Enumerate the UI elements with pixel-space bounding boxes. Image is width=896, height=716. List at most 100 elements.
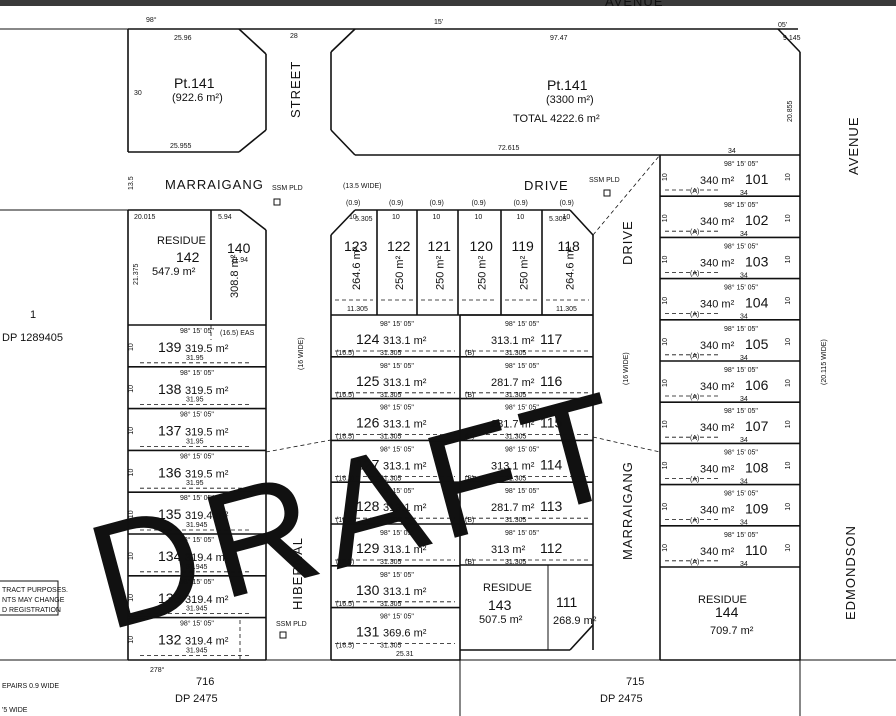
lot-138-num: 138 [158,381,182,397]
ssm-label-3: SSM PLD [276,621,307,628]
lot-133-area: 319.4 m² [185,594,229,606]
lot-104-num: 104 [745,295,769,311]
bearing-label: 98° 15' 05" [724,366,758,374]
lot-114-num: 114 [540,456,563,472]
bearing-label: 98° 15' 05" [505,404,539,412]
pt141-right-area: (3300 m²) [546,94,594,106]
lot-106-area: 340 m² [700,381,735,393]
dimension-label: 10 [785,297,792,305]
lot-124-num: 124 [356,331,380,347]
bearing-label: 98° 15' 05" [380,404,414,412]
dimension-label: 10 [785,462,792,470]
dimension-label: 31.945 [186,606,208,613]
lot-113-area: 281.7 m² [491,502,535,514]
lot-142-area: 547.9 m² [152,266,196,278]
pt141-left-area: (922.6 m²) [172,92,223,104]
dimension-label: 31.305 [380,643,402,650]
marraigang-label-west: MARRAIGANG [165,177,264,192]
svg-text:5.94: 5.94 [218,214,232,221]
lot-121-num: 121 [428,238,452,254]
dimension-label: 10 [785,214,792,222]
dimension-label: 25.31 [396,651,414,658]
dimension-label: (A) [690,188,699,195]
lot-125-num: 125 [356,373,380,389]
bearing-label: 98° 15' 05" [505,362,539,370]
lot-118-num: 118 [558,238,581,254]
dp-715-sub: DP 2475 [600,693,643,705]
dimension-label: 10 [662,338,669,346]
dimension-label: 31.305 [380,392,402,399]
lot-144-num: 144 [715,604,739,620]
svg-text:9.145: 9.145 [783,35,801,42]
dimension-label: (B) [465,392,474,399]
bearing-label: 98° 15' 05" [380,320,414,328]
dimension-label: 10 [785,256,792,264]
lot-124-area: 313.1 m² [383,335,427,347]
lot-116-num: 116 [540,373,563,389]
svg-text:30: 30 [134,90,142,97]
svg-text:25.955: 25.955 [170,143,192,150]
dimension-label: 10 [662,420,669,428]
dimension-label: 34 [740,396,748,403]
dimension-label: 31.945 [186,647,208,654]
lot-128-area: 313.1 m² [383,502,427,514]
dimension-label: (16.5) [336,434,354,441]
lot-127-num: 127 [356,456,380,472]
dimension-label: 10 [475,214,483,221]
lot-129-num: 129 [356,540,380,556]
bearing-label: 98° 15' 05" [180,452,214,460]
dimension-label: 10 [785,379,792,387]
dimension-label: 31.305 [380,517,402,524]
bearing-label: 98° 15' 05" [180,494,214,502]
lot-103-num: 103 [745,253,769,269]
drive-label-north: DRIVE [524,178,569,193]
lot-111-area: 268.9 m² [553,615,597,627]
lot-111-num: 111 [556,594,577,610]
left-note-1: TRACT PURPOSES. [2,587,68,594]
dimension-label: 11.305 [556,306,577,313]
lot-127-area: 313.1 m² [383,460,427,472]
dimension-label: 10 [785,503,792,511]
dimension-label: 10 [662,462,669,470]
svg-text:15': 15' [434,19,443,26]
dimension-label: 31.945 [186,564,208,571]
hibernal-label: HIBERNAL [290,537,305,610]
bearing-label: 98° 15' 05" [380,571,414,579]
dimension-label: 10 [785,420,792,428]
lot-143-num: 143 [488,597,512,613]
dimension-label: (A) [690,394,699,401]
dimension-label: 10 [563,214,571,221]
bottom-note-1: EPAIRS 0.9 WIDE [2,683,59,690]
pt141-left-label: Pt.141 [174,75,215,91]
lot-119-num: 119 [512,238,535,254]
dimension-label: 10 [128,594,135,602]
bearing-label: 98° 15' 05" [380,613,414,621]
lot-104-area: 340 m² [700,299,735,311]
lot-103-area: 340 m² [700,257,735,269]
dimension-label: (B) [465,475,474,482]
lot-112-area: 313 m² [491,544,526,556]
lot-130-num: 130 [356,582,380,598]
lot-132-area: 319.4 m² [185,636,229,648]
bearing-label: 98° 15' 05" [180,620,214,628]
lot-131-area: 369.6 m² [383,628,427,640]
top-road-label: AVENUE [605,0,664,9]
lot-105-area: 340 m² [700,340,735,352]
bearing-label: 98° 15' 05" [724,284,758,292]
lot-101-num: 101 [745,171,769,187]
dimension-label: 10 [128,510,135,518]
lot-135-num: 135 [158,506,182,522]
dimension-label: 31.945 [186,522,208,529]
lot-123-num: 123 [344,238,368,254]
dimension-label: 10 [128,552,135,560]
dp-716-sub: DP 2475 [175,693,218,705]
dimension-label: (16.5) [336,517,354,524]
dimension-label: (0.9) [430,200,444,207]
lot-101-area: 340 m² [700,175,735,187]
dimension-label: 31.95 [186,480,204,487]
lot-139-area: 319.5 m² [185,343,229,355]
avenue-label-right: AVENUE [846,117,861,176]
lot-109-area: 340 m² [700,505,735,517]
svg-text:34: 34 [728,148,736,155]
lot-143-residue: RESIDUE [483,582,532,594]
